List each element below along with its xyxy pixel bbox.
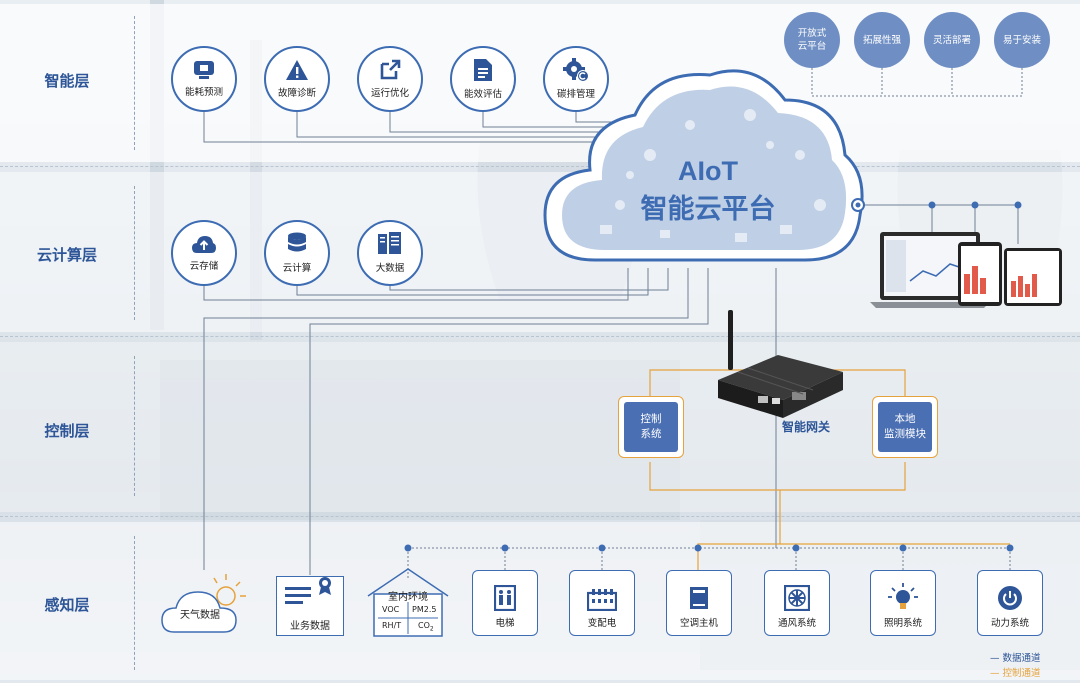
legend-data-channel: — 数据通道 [990, 653, 1041, 664]
node-efficiency-eval: 能效评估 [450, 46, 516, 112]
node-label: 大数据 [375, 263, 405, 274]
feature-label: 拓展性强 [862, 34, 901, 46]
label-separator [134, 186, 135, 320]
devices-illustration [870, 232, 1062, 308]
node-energy-forecast: 能耗预测 [171, 46, 237, 112]
node-big-data: 大数据 [357, 220, 423, 286]
cloud-platform: AIoT 智能云平台 [543, 69, 865, 262]
layer-divider [0, 516, 1080, 517]
layer-label-cloud: 云计算层 [36, 246, 97, 264]
monitor-icon [194, 61, 214, 79]
indoor-pm25: PM2.5 [412, 605, 437, 614]
layer-label-control: 控制层 [44, 422, 90, 440]
node-label: 能耗预测 [184, 87, 223, 98]
gear-c-icon [563, 58, 589, 82]
gateway-label: 智能网关 [782, 420, 831, 434]
database-icon [288, 232, 306, 252]
lightbulb-icon [888, 583, 918, 609]
weather-cloud [161, 574, 246, 633]
feature-open-platform: 开放式云平台 [784, 12, 840, 68]
ac-unit-icon [690, 587, 708, 609]
node-label: 运行优化 [370, 88, 409, 99]
elevator-icon [494, 585, 516, 611]
legend-control-channel: — 控制通道 [990, 668, 1041, 679]
business-label: 业务数据 [290, 621, 330, 632]
device-power: 动力系统 [977, 570, 1043, 636]
local-monitor-box: 本地监测模块 [872, 396, 938, 458]
node-fault-diagnosis: 故障诊断 [264, 46, 330, 112]
warning-icon [286, 60, 308, 80]
feature-flexible-deploy: 灵活部署 [924, 12, 980, 68]
indoor-co2: CO2 [418, 621, 434, 633]
cloud-title-cn: 智能云平台 [641, 193, 776, 225]
external-link-icon [380, 59, 401, 80]
device-label: 电梯 [495, 618, 515, 629]
weather-label: 天气数据 [180, 610, 220, 621]
power-icon [998, 586, 1022, 610]
feature-label: 灵活部署 [932, 34, 971, 46]
fan-icon [784, 585, 810, 611]
cloud-title-en: AIoT [678, 156, 738, 186]
label-separator [134, 356, 135, 496]
feature-label: 易于安装 [1002, 34, 1041, 46]
layer-label-sensing: 感知层 [44, 596, 90, 614]
gateway-device [718, 310, 843, 418]
device-label: 空调主机 [679, 618, 718, 629]
layer-divider [0, 166, 1080, 167]
servers-icon [378, 232, 401, 254]
device-label: 动力系统 [990, 618, 1029, 629]
device-label: 变配电 [587, 618, 617, 629]
node-label: 能效评估 [463, 89, 502, 100]
device-lighting: 照明系统 [870, 570, 936, 636]
cloud-upload-icon [192, 236, 216, 253]
control-system-label: 控制系统 [624, 402, 678, 452]
layer-divider [0, 336, 1080, 337]
node-cloud-compute: 云计算 [264, 220, 330, 286]
local-monitor-label: 本地监测模块 [878, 402, 932, 452]
layer-label-smart: 智能层 [44, 72, 90, 90]
node-label: 云计算 [282, 263, 312, 274]
device-ventilation: 通风系统 [764, 570, 830, 636]
device-elevator: 电梯 [472, 570, 538, 636]
indoor-env-house: 室内环境 VOC PM2.5 RH/T CO2 [364, 566, 452, 638]
device-ac-host: 空调主机 [666, 570, 732, 636]
indoor-rht: RH/T [382, 621, 402, 630]
node-carbon-manage: 碳排管理 [543, 46, 609, 112]
certificate-icon [285, 577, 331, 604]
control-system-box: 控制系统 [618, 396, 684, 458]
feature-extensible: 拓展性强 [854, 12, 910, 68]
device-label: 照明系统 [883, 618, 922, 629]
label-separator [134, 536, 135, 670]
document-icon [474, 59, 492, 81]
device-label: 通风系统 [777, 618, 816, 629]
device-switchgear: 变配电 [569, 570, 635, 636]
node-operation-optimize: 运行优化 [357, 46, 423, 112]
feature-label: 开放式云平台 [797, 28, 827, 52]
node-cloud-storage: 云存储 [171, 220, 237, 286]
node-label: 故障诊断 [277, 88, 316, 99]
label-separator [134, 16, 135, 150]
indoor-voc: VOC [382, 605, 400, 614]
business-data-card: 业务数据 [276, 576, 344, 636]
switchgear-icon [587, 589, 617, 611]
indoor-title: 室内环境 [388, 592, 428, 603]
node-label: 云存储 [189, 261, 219, 272]
node-label: 碳排管理 [556, 89, 595, 100]
feature-easy-install: 易于安装 [994, 12, 1050, 68]
